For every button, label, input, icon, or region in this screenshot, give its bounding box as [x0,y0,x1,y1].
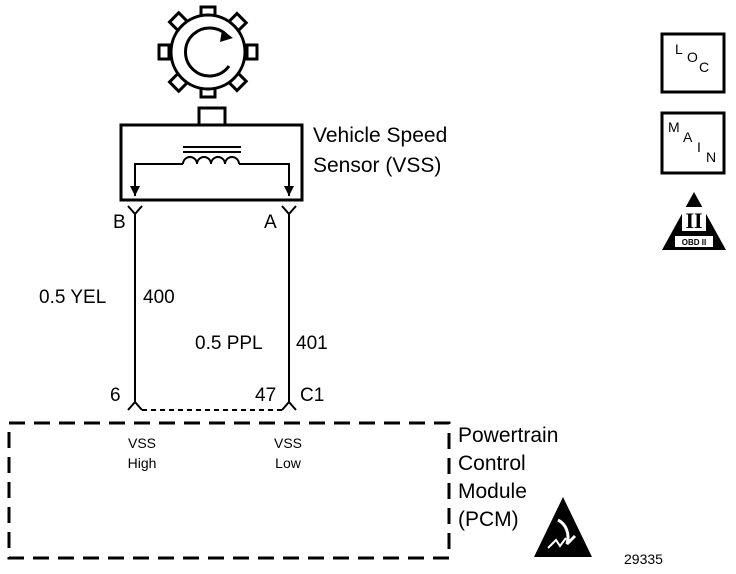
wire-left-gauge-color: 0.5 YEL [39,287,106,308]
pcm-title-line4: (PCM) [458,508,519,531]
sensor-pin-a: A [264,212,277,233]
pcm-title-line3: Module [458,480,527,503]
svg-text:L: L [675,41,683,57]
svg-text:I: I [697,139,701,155]
svg-text:N: N [706,149,716,165]
svg-text:M: M [668,119,680,135]
svg-text:C: C [699,59,709,75]
pcm-vss-low-label2: Low [275,455,302,471]
wire-right-gauge-color: 0.5 PPL [195,333,263,354]
sensor-title-line2: Sensor (VSS) [313,154,441,177]
connector-pin-47: 47 [255,385,276,406]
main-badge-icon: M A I N [660,111,726,175]
svg-text:O: O [687,49,698,65]
pcm-vss-low-label1: VSS [274,435,302,451]
pcm-title-line2: Control [458,452,526,475]
sensor-coil-icon [134,146,290,196]
pcm-module-box [7,421,451,560]
pcm-title-line1: Powertrain [458,424,558,447]
wire-right-circuit: 401 [296,333,328,354]
pcm-vss-high-label2: High [128,455,157,471]
svg-text:OBD II: OBD II [682,238,706,247]
sensor-pin-b: B [113,212,126,233]
svg-text:II: II [685,208,702,233]
esd-warning-icon [534,497,592,557]
sensor-title-line1: Vehicle Speed [313,124,447,147]
pcm-vss-high-label1: VSS [128,435,156,451]
obd-ii-badge-icon: II OBD II [662,192,726,250]
connector-pin-6: 6 [110,385,121,406]
figure-number: 29335 [624,551,663,567]
connector-name: C1 [300,385,324,406]
wire-left-circuit: 400 [143,287,175,308]
lead-arrow-left [130,186,140,196]
vss-sensor-body [119,123,304,202]
pcm-connector-c1 [127,400,297,411]
loc-badge-icon: L O C [660,32,726,94]
svg-text:A: A [683,129,693,145]
lead-arrow-right [284,186,294,196]
sensor-shaft [197,106,227,127]
reluctor-wheel-icon [157,5,259,99]
